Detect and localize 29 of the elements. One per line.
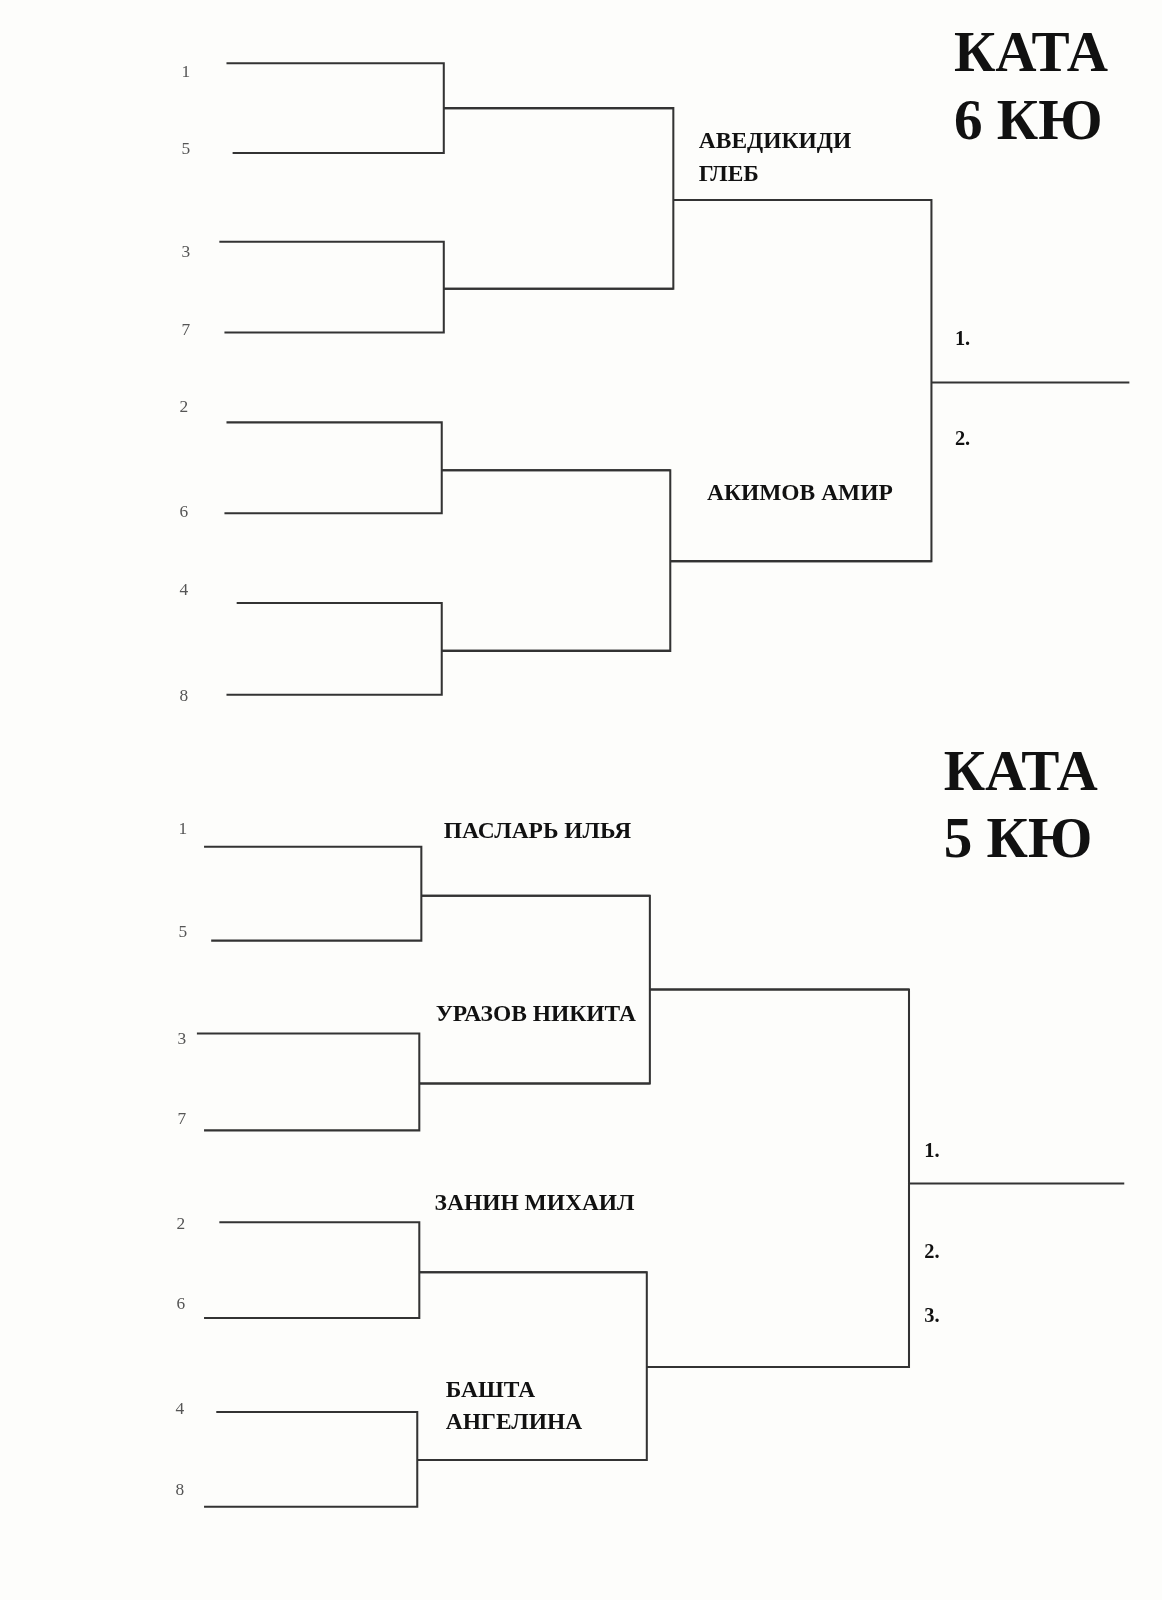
participant-name: ЗАНИН МИХАИЛ bbox=[434, 1188, 636, 1218]
place-label: 2. bbox=[924, 1239, 940, 1263]
participant-name: БАШТА АНГЕЛИНА bbox=[445, 1375, 584, 1437]
seed-number: 6 bbox=[179, 501, 189, 523]
place-label: 1. bbox=[924, 1138, 940, 1162]
place-label: 2. bbox=[954, 426, 971, 450]
seed-number: 2 bbox=[176, 1214, 186, 1235]
place-label: 3. bbox=[924, 1303, 940, 1328]
participant-name: АВЕДИКИДИ ГЛЕБ bbox=[698, 126, 853, 188]
seed-number: 5 bbox=[178, 921, 188, 942]
seed-number: 8 bbox=[175, 1479, 185, 1500]
seed-number: 4 bbox=[179, 579, 189, 600]
participant-name: ПАСЛАРЬ ИЛЬЯ bbox=[443, 816, 633, 845]
seed-number: 1 bbox=[181, 61, 191, 82]
seed-number: 7 bbox=[177, 1108, 187, 1130]
seed-number: 4 bbox=[175, 1398, 185, 1420]
seed-number: 1 bbox=[178, 818, 188, 839]
seed-number: 2 bbox=[179, 396, 189, 418]
seed-number: 8 bbox=[179, 685, 189, 706]
place-label: 1. bbox=[954, 326, 971, 350]
seed-number: 5 bbox=[181, 138, 191, 160]
seed-number: 6 bbox=[176, 1293, 186, 1314]
participant-name: АКИМОВ АМИР bbox=[707, 478, 894, 507]
participant-name: УРАЗОВ НИКИТА bbox=[435, 999, 637, 1029]
heading: КАТА 5 КЮ bbox=[943, 737, 1099, 872]
seed-number: 3 bbox=[177, 1028, 187, 1049]
heading: КАТА 6 КЮ bbox=[953, 19, 1110, 153]
seed-number: 7 bbox=[181, 319, 191, 340]
seed-number: 3 bbox=[181, 241, 191, 263]
